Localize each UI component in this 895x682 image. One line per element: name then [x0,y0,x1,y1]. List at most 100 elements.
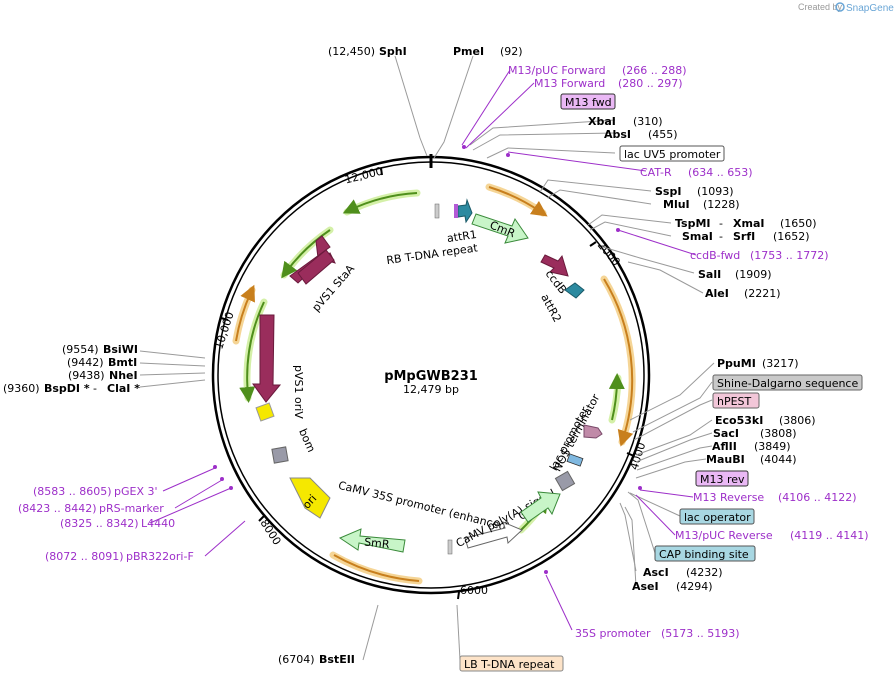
grey-block-feature[interactable] [554,470,576,492]
alei-name: AleI [705,287,729,300]
cap-binding-label: CAP binding site [659,548,749,561]
bspdi-sep: - [93,382,97,395]
primer-prs-marker[interactable]: (8423 .. 8442) pRS-marker [18,502,164,515]
m13-fwd-box[interactable]: M13 fwd [560,93,616,110]
gmr-feature[interactable] [520,491,561,523]
site-pmei[interactable]: PmeI (92) [453,45,523,58]
m13puc-fwd-name: M13/pUC Forward [508,64,606,77]
tick-10000: 10,000 [212,310,236,351]
pvs1-oriv-feature[interactable] [255,402,275,422]
bsiwi-pos: (9554) [62,343,99,356]
site-mlui[interactable]: MluI (1228) [663,198,740,211]
created-by-text: Created by [798,2,843,12]
site-bsiwi[interactable]: (9554) BsiWI [62,343,138,356]
site-sali[interactable]: SalI (1909) [698,268,772,281]
primer-m13puc-forward[interactable]: M13/pUC Forward (266 .. 288) [508,64,687,77]
cap-binding-box[interactable]: CAP binding site [654,545,756,562]
site-smai[interactable]: SmaI - SrfI (1652) [682,230,810,243]
saci-name: SacI [713,427,739,440]
plasmid-name: pMpGWB231 [384,369,478,384]
tspmi-sep: - [719,217,723,230]
primer-m13puc-reverse[interactable]: M13/pUC Reverse (4119 .. 4141) [675,529,869,542]
xmai-name: XmaI [733,217,764,230]
bmti-pos: (9442) [67,356,104,369]
site-bmti[interactable]: (9442) BmtI [67,356,137,369]
camv-polya-feature[interactable] [464,521,523,549]
smai-sep: - [719,230,723,243]
site-eco53ki[interactable]: Eco53kI (3806) [715,414,816,427]
pgex-name: pGEX 3' [114,485,158,498]
ccdb-feature[interactable] [540,254,569,277]
primer-cat-r[interactable]: CAT-R (634 .. 653) [640,166,753,179]
pvs1-staa-feature[interactable] [289,235,336,285]
primer-m13-reverse[interactable]: M13 Reverse (4106 .. 4122) [693,491,857,504]
rb-tdna-feature[interactable] [434,203,440,219]
site-aflii[interactable]: AflII (3849) [712,440,791,453]
pvs1-repa-feature[interactable]: pVS1 RepA [252,297,291,403]
catr-name: CAT-R [640,166,672,179]
primer-m13-forward[interactable]: M13 Forward (280 .. 297) [534,77,683,90]
tick-label-10000: 10,000 [212,310,236,351]
site-bsteii[interactable]: (6704) BstEII [278,653,355,666]
primer-l4440[interactable]: (8325 .. 8342) L4440 [60,517,175,530]
nos-terminator-feature[interactable] [566,424,603,467]
primer-35s-promoter[interactable]: 35S promoter (5173 .. 5193) [575,627,740,640]
pbr322-name: pBR322ori-F [126,550,194,563]
shine-dalgarno-box[interactable]: Shine-Dalgarno sequence [712,374,863,391]
prs-range: (8423 .. 8442) [18,502,97,515]
lac-operator-box[interactable]: lac operator [679,508,755,525]
clai-name: ClaI * [107,382,140,395]
site-sphi[interactable]: (12,450) SphI [328,45,407,58]
bspdi-name: BspDI * [44,382,90,395]
mlui-pos: (1228) [703,198,740,211]
site-asci[interactable]: AscI (4232) [643,566,723,579]
ccdbfwd-name: ccdB-fwd [690,249,740,262]
pvs1-repa-label: pVS1 RepA [280,297,291,359]
site-xbai[interactable]: XbaI (310) [588,115,663,128]
site-ppumi[interactable]: PpuMI (3217) [717,357,799,370]
site-bspdi[interactable]: (9360) BspDI * - ClaI * [3,382,140,395]
orange-arc-bottom [329,551,423,585]
lb-tdna-feature[interactable] [447,539,453,555]
bsteii-pos: (6704) [278,653,315,666]
hpest-box[interactable]: hPEST [712,392,760,409]
smr-feature[interactable]: SmR [338,528,406,553]
primer-pgex3[interactable]: (8583 .. 8605) pGEX 3' [33,485,158,498]
lac-operator-label: lac operator [684,511,751,524]
site-alei[interactable]: AleI (2221) [705,287,781,300]
site-saci[interactable]: SacI (3808) [713,427,797,440]
site-tspmi[interactable]: TspMI - XmaI (1650) [675,217,817,230]
site-asei[interactable]: AseI (4294) [632,580,713,593]
xbai-name: XbaI [588,115,616,128]
cmr-feature[interactable]: CmR [471,213,529,244]
sspi-pos: (1093) [697,185,734,198]
ori-feature[interactable]: ori [289,477,331,519]
site-nhei[interactable]: (9438) NheI [68,369,138,382]
site-absi[interactable]: AbsI (455) [604,128,678,141]
leader-lines [139,55,715,661]
lac-uv5-box[interactable]: lac UV5 promoter [619,145,725,162]
primer-ccdb-fwd[interactable]: ccdB-fwd (1753 .. 1772) [690,249,829,262]
srfi-name: SrfI [733,230,755,243]
attr1-feature[interactable] [454,198,473,224]
m13-fwd-name: M13 Forward [534,77,605,90]
ppumi-name: PpuMI [717,357,756,370]
sphi-pos: (12,450) [328,45,375,58]
orange-arc-top-right [485,183,548,217]
m13-rev-box[interactable]: M13 rev [695,470,749,487]
pgex-range: (8583 .. 8605) [33,485,112,498]
bom-feature[interactable] [271,446,289,464]
site-sspi[interactable]: SspI (1093) [655,185,734,198]
bsiwi-name: BsiWI [103,343,138,356]
lb-tdna-box[interactable]: LB T-DNA repeat [459,655,564,672]
pbr322-range: (8072 .. 8091) [45,550,124,563]
m13puc-fwd-range: (266 .. 288) [622,64,687,77]
orange-arc-right [600,275,636,447]
rb-tdna-label: RB T-DNA repeat [386,241,480,267]
attr2-label: attR2 [538,292,564,325]
attr2-feature[interactable] [564,282,585,299]
site-maubi[interactable]: MauBI (4044) [706,453,797,466]
l4440-range: (8325 .. 8342) [60,517,139,530]
maubi-name: MauBI [706,453,745,466]
primer-pbr322ori-f[interactable]: (8072 .. 8091) pBR322ori-F [45,550,194,563]
